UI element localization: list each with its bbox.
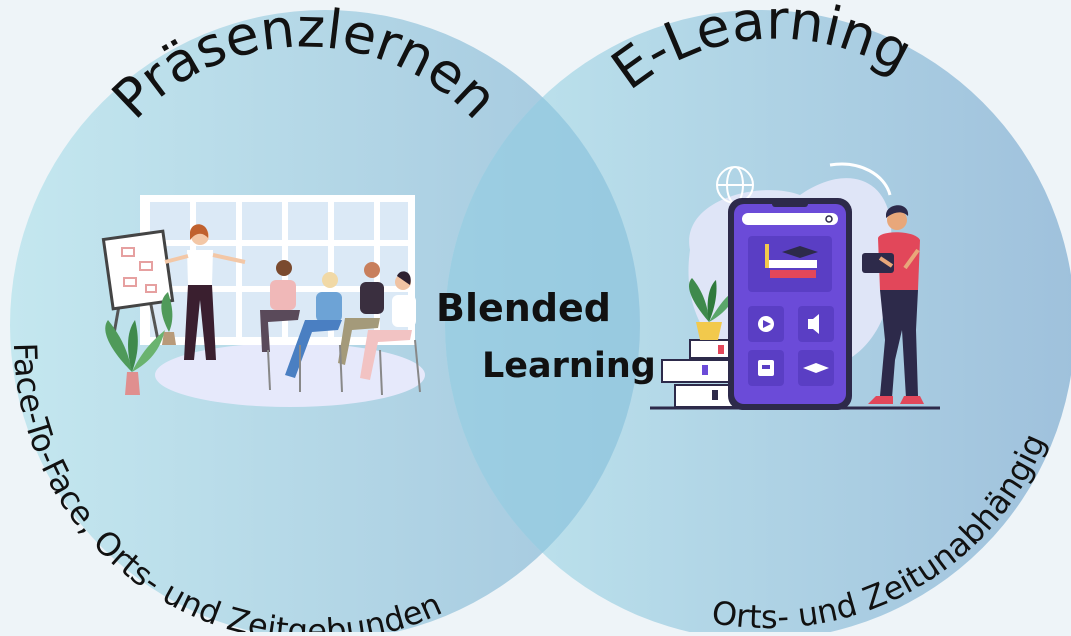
overlap-label-line1: Blended <box>436 286 611 330</box>
classroom-illustration <box>101 195 425 407</box>
elearning-illustration <box>650 162 940 410</box>
overlap-label-line2: Learning <box>482 346 656 386</box>
